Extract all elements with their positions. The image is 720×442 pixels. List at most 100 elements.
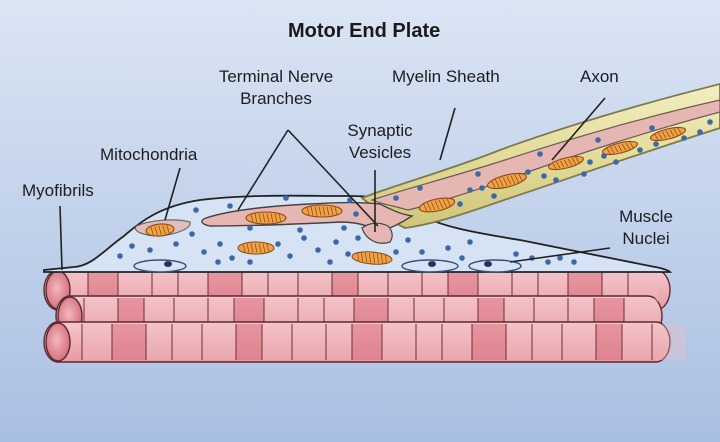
- mitochondrion-crista: [677, 127, 682, 135]
- synaptic-vesicle: [571, 259, 577, 265]
- synaptic-vesicle: [333, 239, 339, 245]
- mitochondrion-crista: [494, 179, 500, 188]
- mitochondrion-crista: [654, 133, 659, 141]
- muscle-nucleus: [468, 259, 522, 273]
- label-myofibrils: Myofibrils: [22, 181, 94, 200]
- label-muscle-nuclei: Muscle Nuclei: [606, 206, 686, 250]
- mitochondrion-crista: [661, 131, 667, 139]
- mitochondrion-crista: [262, 243, 266, 253]
- mitochondrion: [547, 155, 585, 171]
- myofibril-band: [472, 324, 506, 360]
- mitochondrion-crista: [306, 206, 310, 216]
- mitochondrion-body: [245, 211, 287, 225]
- myofibril-band: [262, 324, 292, 360]
- mitochondrion: [601, 140, 639, 156]
- synaptic-vesicle: [327, 259, 333, 265]
- mitochondrion-crista: [498, 178, 504, 187]
- synaptic-vesicle: [345, 251, 351, 257]
- mitochondrion-crista: [254, 213, 258, 223]
- synaptic-vesicle: [467, 187, 473, 193]
- mitochondrion-body: [486, 172, 528, 190]
- mitochondrion-crista: [434, 200, 440, 210]
- myofibril-band: [652, 324, 686, 360]
- mitochondrion-crista: [552, 162, 557, 170]
- synaptic-vesicle: [479, 185, 485, 191]
- mitochondrion: [145, 223, 175, 237]
- mitochondrion-crista: [422, 203, 428, 212]
- synaptic-vesicle: [491, 193, 497, 199]
- mitochondrion: [245, 211, 287, 225]
- myofibril-band: [506, 324, 532, 360]
- synaptic-vesicle: [201, 249, 207, 255]
- synaptic-vesicle: [475, 171, 481, 177]
- muscle-nucleus-dot: [428, 261, 436, 267]
- synaptic-vesicle: [545, 259, 551, 265]
- synaptic-vesicle: [537, 151, 543, 157]
- mitochondrion-crista: [380, 254, 384, 264]
- synaptic-vesicle: [353, 211, 359, 217]
- mitochondrion-crista: [506, 176, 512, 185]
- synaptic-vesicle: [557, 255, 563, 261]
- synaptic-vesicle: [417, 185, 423, 191]
- myofibril-band: [382, 324, 416, 360]
- label-axon: Axon: [580, 67, 619, 86]
- mitochondrion-crista: [621, 143, 627, 151]
- mitochondrion-crista: [334, 206, 338, 216]
- mitochondrion-crista: [314, 206, 318, 216]
- mitochondrion-crista: [426, 202, 432, 212]
- mitochondrion-crista: [438, 199, 444, 209]
- mitochondrion-crista: [384, 254, 387, 264]
- mitochondrion-crista: [556, 161, 561, 169]
- myofibril-band: [562, 324, 596, 360]
- label-line: Nuclei: [622, 229, 670, 248]
- label-mitochondria: Mitochondria: [100, 145, 198, 164]
- mitochondrion-crista: [610, 146, 615, 154]
- myofibril-band: [326, 324, 352, 360]
- label-line: Muscle: [619, 207, 673, 226]
- mitochondrion-crista: [665, 130, 671, 138]
- mitochondrion-body: [301, 204, 343, 218]
- synaptic-vesicle: [117, 253, 123, 259]
- mitochondrion-crista: [673, 128, 678, 136]
- synaptic-vesicle: [697, 129, 703, 135]
- mitochondrion-crista: [278, 213, 282, 223]
- synaptic-vesicle: [613, 159, 619, 165]
- synaptic-vesicle: [247, 259, 253, 265]
- label-synaptic-vesicles: Synaptic Vesicles: [330, 120, 430, 164]
- mitochondrion-crista: [372, 253, 376, 263]
- synaptic-vesicle: [457, 201, 463, 207]
- mitochondrion-crista: [510, 175, 516, 184]
- synaptic-vesicle: [173, 241, 179, 247]
- synaptic-vesicle: [129, 243, 135, 249]
- myofibril-band: [532, 324, 562, 360]
- mitochondrion-crista: [266, 213, 270, 223]
- mitochondrion-crista: [162, 225, 166, 235]
- muscle-nuclei: [133, 259, 522, 273]
- mitochondrion-crista: [514, 174, 520, 183]
- axon-core: [370, 99, 720, 211]
- mitochondrion-crista: [258, 243, 262, 253]
- leader-axon: [551, 97, 606, 161]
- synaptic-vesicle: [275, 241, 281, 247]
- mitochondrion-crista: [376, 253, 380, 264]
- synaptic-vesicle: [445, 245, 451, 251]
- mitochondrion-crista: [368, 253, 372, 263]
- myofibril-band: [112, 324, 146, 360]
- mitochondrion-crista: [658, 132, 663, 140]
- muscle-nucleus-dot: [484, 261, 492, 267]
- mitochondrion-crista: [318, 206, 322, 216]
- synaptic-vesicle: [595, 137, 601, 143]
- mitochondrion-crista: [262, 213, 266, 223]
- mitochondrion-crista: [430, 201, 436, 211]
- synaptic-vesicle: [297, 227, 303, 233]
- leader-nuclei: [509, 247, 611, 263]
- mitochondrion-crista: [250, 243, 254, 253]
- mitochondrion-crista: [360, 252, 364, 262]
- mitochondrion-crista: [357, 252, 360, 262]
- mitochondrion-crista: [242, 243, 246, 253]
- myofibril-band: [292, 324, 326, 360]
- mitochondrion-crista: [250, 213, 254, 223]
- synaptic-vesicle: [649, 125, 655, 131]
- synaptic-vesicle: [341, 225, 347, 231]
- mitochondrion-crista: [270, 213, 274, 223]
